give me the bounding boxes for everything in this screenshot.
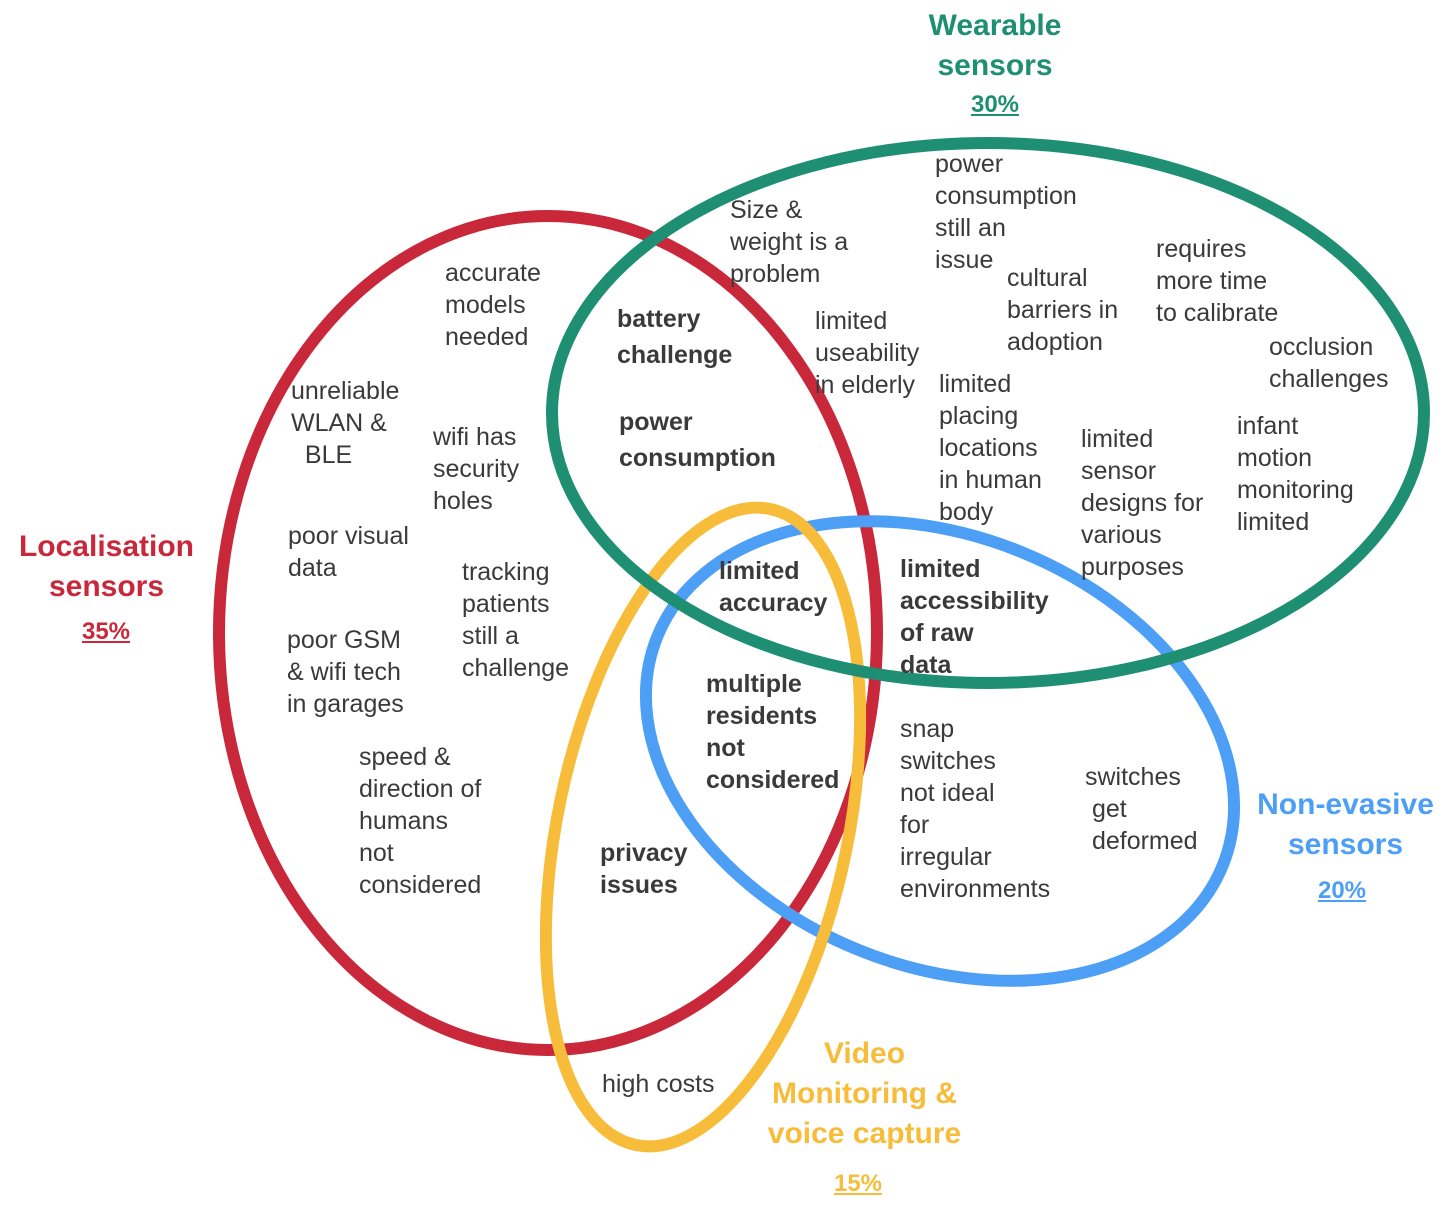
item-switches-deformed: switches get deformed <box>1085 763 1198 855</box>
item-battery-challenge: battery challenge <box>617 305 733 369</box>
item-power-consumption-bold: power consumption <box>619 408 776 472</box>
ellipse-wearable <box>546 137 1430 689</box>
ellipse-non-evasive <box>639 515 1241 987</box>
item-limited-sensor: limited sensor designs for various purpo… <box>1081 425 1204 581</box>
item-limited-accessibility: limited accessibility of raw data <box>900 555 1049 679</box>
ellipse-video <box>539 501 867 1153</box>
item-wifi-security: wifi has security holes <box>433 423 520 515</box>
localisation-title: Localisation sensors <box>18 530 195 603</box>
item-cultural-barriers: cultural barriers in adoption <box>1007 264 1119 356</box>
item-privacy-issues: privacy issues <box>600 839 688 899</box>
item-limited-useability: limited useability in elderly <box>815 307 920 399</box>
item-tracking-patients: tracking patients still a challenge <box>462 558 570 682</box>
item-snap-switches: snap switches not ideal for irregular en… <box>900 715 1051 903</box>
non-evasive-title: Non-evasive sensors <box>1257 788 1434 861</box>
item-occlusion: occlusion challenges <box>1269 333 1389 393</box>
item-multiple-residents: multiple residents not considered <box>706 670 840 794</box>
localisation-share: 35% <box>81 618 131 645</box>
item-poor-visual: poor visual data <box>288 522 409 582</box>
wearable-share: 30% <box>970 91 1020 118</box>
non-evasive-share: 20% <box>1317 877 1367 904</box>
item-accurate-models: accurate models needed <box>445 259 541 351</box>
item-size-weight: Size & weight is a problem <box>730 196 849 288</box>
video-title: Video Monitoring & voice capture <box>767 1037 962 1150</box>
item-infant-motion: infant motion monitoring limited <box>1237 412 1354 536</box>
video-share: 15% <box>833 1170 883 1197</box>
item-limited-accuracy: limited accuracy <box>719 557 828 617</box>
item-poor-gsm: poor GSM & wifi tech in garages <box>287 626 404 718</box>
item-speed-direction: speed & direction of humans not consider… <box>359 743 482 899</box>
item-limited-placing: limited placing locations in human body <box>939 370 1042 526</box>
item-power-issue: power consumption still an issue <box>935 150 1077 274</box>
item-unreliable-wlan: unreliable WLAN & BLE <box>291 377 400 469</box>
item-requires-time: requires more time to calibrate <box>1156 235 1279 327</box>
item-high-costs: high costs <box>602 1070 715 1098</box>
ellipse-localisation <box>213 210 883 1056</box>
wearable-title: Wearable sensors <box>928 9 1062 82</box>
